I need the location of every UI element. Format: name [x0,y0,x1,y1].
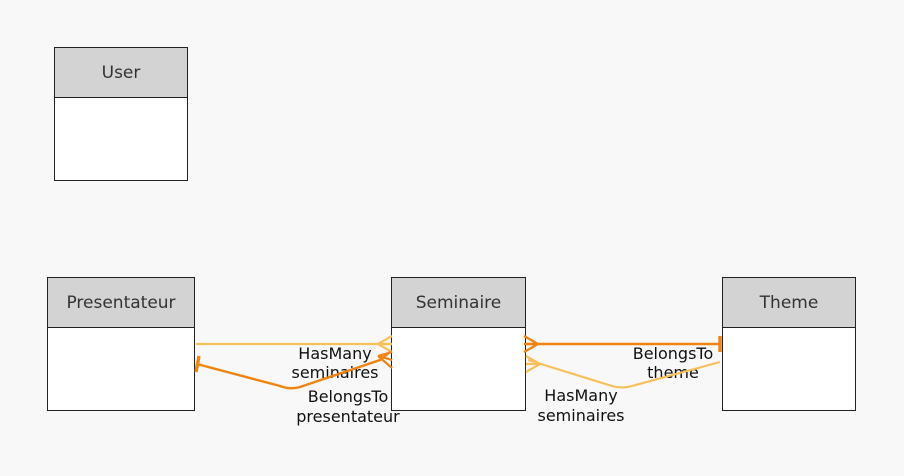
entity-user[interactable]: User [54,47,188,181]
entity-theme[interactable]: Theme [722,277,856,411]
edge-seminaire-belongsto-theme[interactable]: BelongsTo theme [523,335,722,382]
entity-presentateur-title: Presentateur [48,278,194,328]
entity-presentateur[interactable]: Presentateur [47,277,195,411]
entity-theme-title: Theme [723,278,855,328]
edge-label-type: HasMany [544,386,617,405]
edge-label-type: HasMany [298,344,371,363]
edge-presentateur-hasmany-seminaires[interactable]: HasMany seminaires [196,335,393,382]
edge-label-target: seminaires [537,406,624,425]
entity-seminaire-title: Seminaire [392,278,525,328]
edge-seminaire-belongsto-presentateur[interactable]: BelongsTo presentateur [194,350,400,426]
edge-label-type: BelongsTo [308,387,389,406]
edge-label-type: BelongsTo [633,344,714,363]
edge-theme-hasmany-seminaires[interactable]: HasMany seminaires [525,355,721,425]
edge-label-target: presentateur [296,407,400,426]
entity-user-title: User [55,48,187,98]
